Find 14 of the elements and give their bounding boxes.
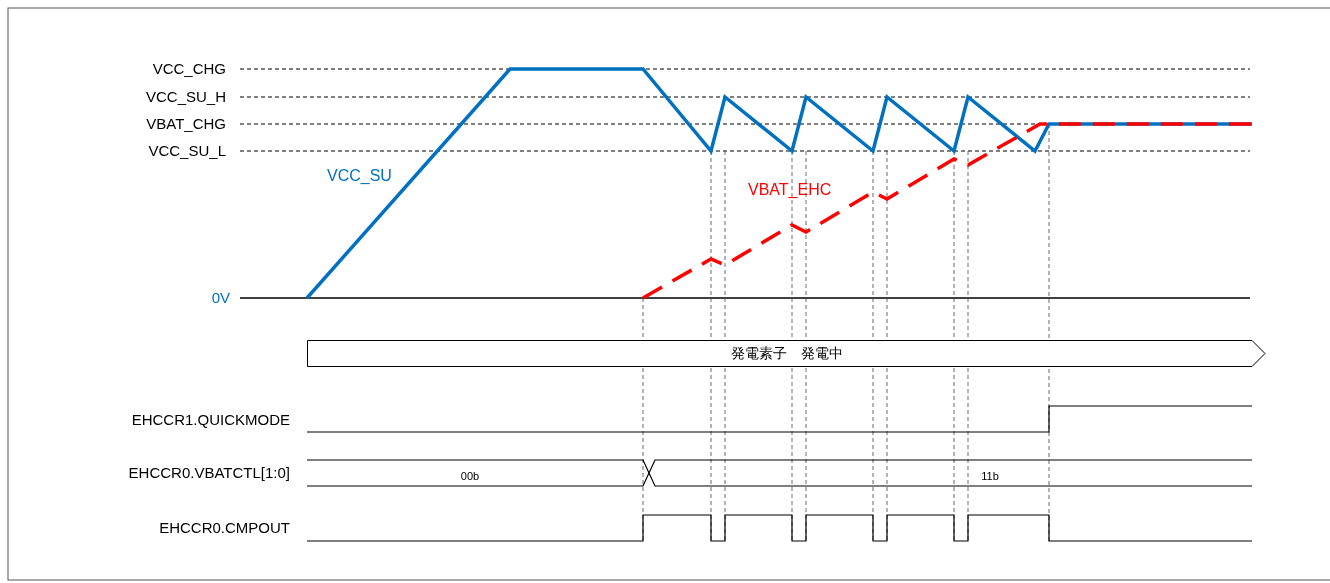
waveform-label: VBAT_EHC (748, 181, 832, 199)
waveform-label: VCC_SU (327, 167, 392, 185)
level-label: VCC_CHG (152, 60, 226, 78)
level-label: VCC_SU_L (148, 142, 226, 160)
band-text: 発電素子 発電中 (730, 344, 843, 363)
bus-value: 00b (460, 469, 480, 484)
status-band (307, 340, 1266, 367)
level-label: 0V (211, 289, 230, 307)
level-label: VBAT_CHG (146, 115, 226, 133)
signal-name: EHCCR0.CMPOUT (159, 519, 290, 537)
signal-name: EHCCR1.QUICKMODE (131, 411, 290, 429)
level-label: VCC_SU_H (145, 88, 226, 106)
signal-name: EHCCR0.VBATCTL[1:0] (128, 464, 290, 482)
bus-value: 11b (981, 469, 999, 484)
